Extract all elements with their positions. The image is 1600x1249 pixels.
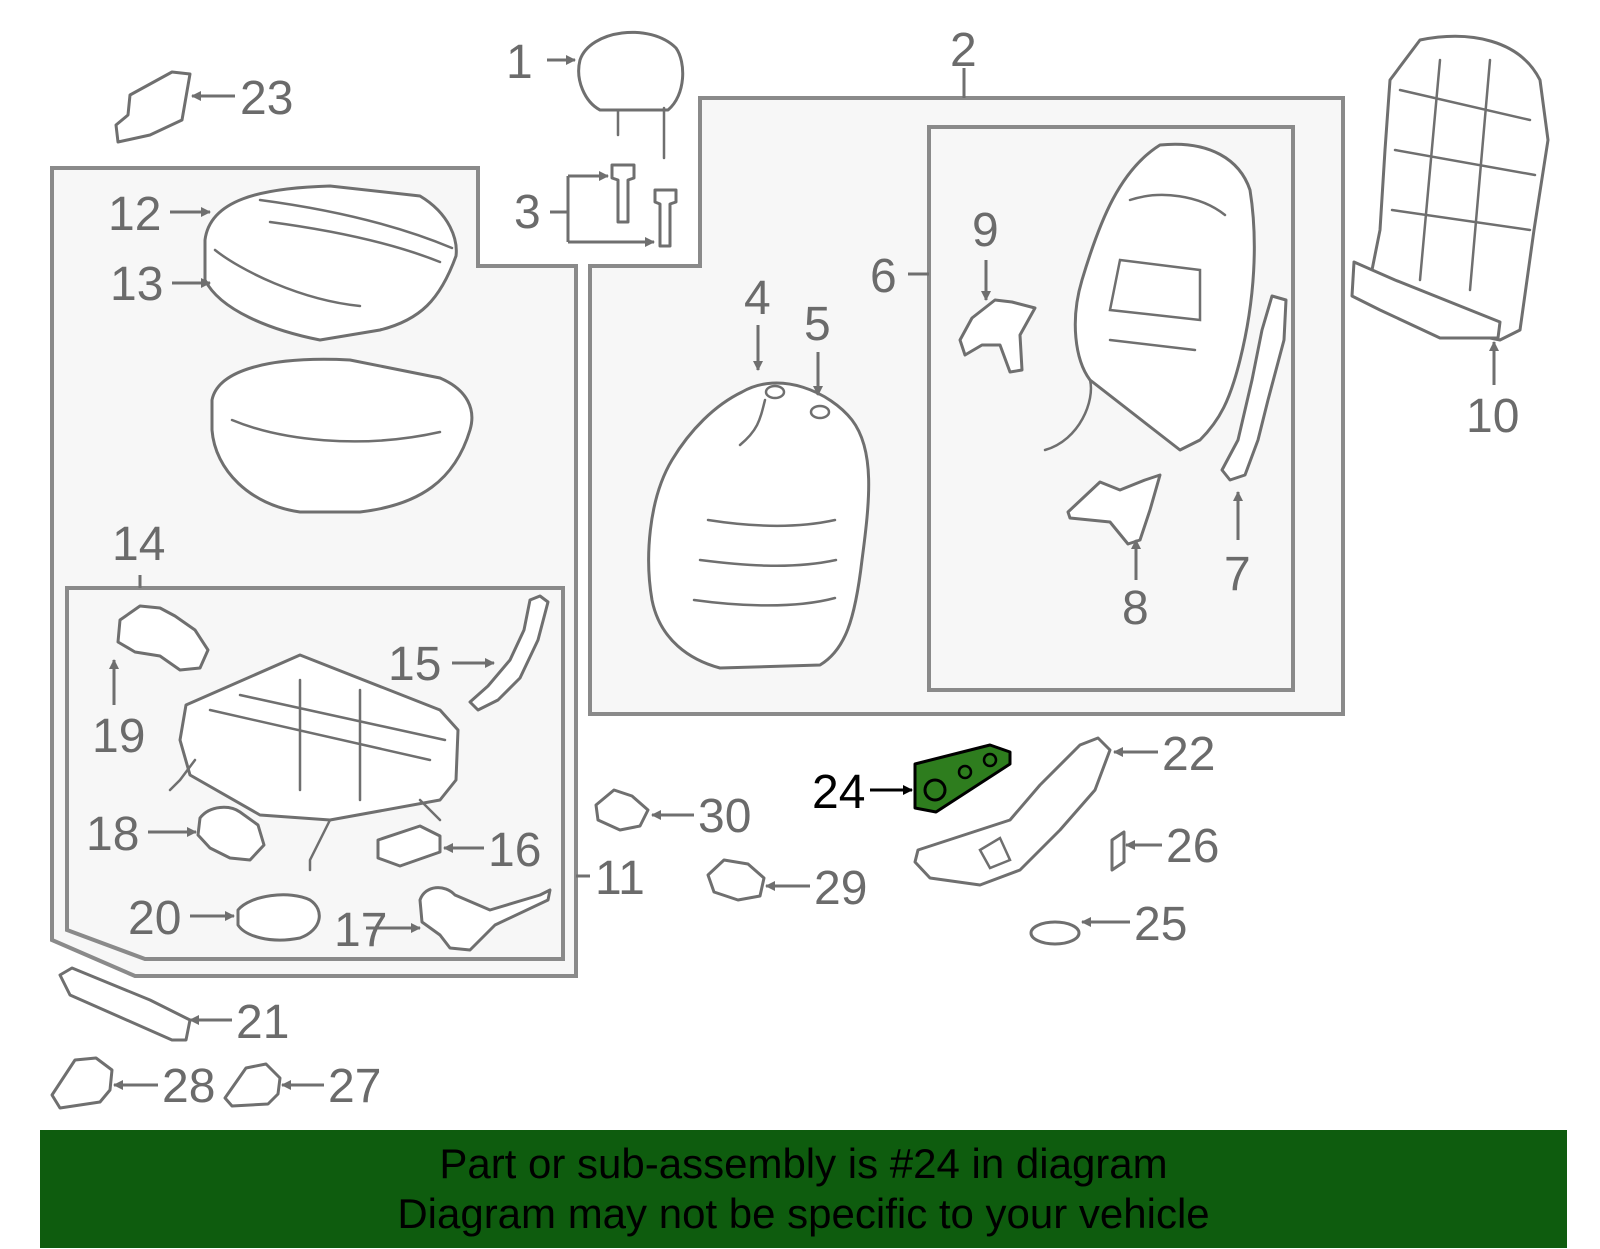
callout-16: 16 <box>488 824 541 877</box>
seat-back-mat-part <box>1350 34 1550 342</box>
frame-strip-part <box>1220 294 1288 482</box>
callout-5: 5 <box>804 298 831 351</box>
callout-28: 28 <box>162 1060 215 1113</box>
callout-15: 15 <box>388 638 441 691</box>
callout-24: 24 <box>812 766 865 819</box>
banner-line-part: Part or sub-assembly is #24 in diagram <box>439 1140 1168 1187</box>
seat-cushion-pad-part <box>210 357 474 514</box>
callout-18: 18 <box>86 808 139 861</box>
callout-25: 25 <box>1134 898 1187 951</box>
callout-14: 14 <box>112 518 165 571</box>
callout-11: 11 <box>595 852 645 905</box>
callout-29: 29 <box>814 862 867 915</box>
callout-6: 6 <box>870 250 897 303</box>
side-cover-part <box>913 736 1112 887</box>
callout-17: 17 <box>334 904 387 957</box>
cover-part <box>50 1056 114 1110</box>
callout-12: 12 <box>108 188 161 241</box>
switch-part <box>418 886 552 952</box>
trim-strip-part <box>58 966 192 1042</box>
callout-8: 8 <box>1122 582 1149 635</box>
seat-back-cover-part <box>647 381 871 670</box>
callout-13: 13 <box>110 258 163 311</box>
bezel-part <box>1110 830 1126 872</box>
callout-1: 1 <box>506 36 533 89</box>
callout-27: 27 <box>328 1060 381 1113</box>
cable-part <box>468 594 550 712</box>
callout-7: 7 <box>1224 548 1251 601</box>
cover-part-2 <box>223 1062 282 1108</box>
seat-adjuster-part <box>168 653 460 872</box>
gear-part <box>236 893 321 942</box>
highlighted-part-24 <box>913 743 1012 814</box>
ring-part <box>1029 920 1081 946</box>
callout-labels: 1 2 3 4 5 6 7 8 9 10 11 12 13 14 15 16 1… <box>86 24 1519 1113</box>
callout-20: 20 <box>128 892 181 945</box>
leader-lines <box>109 55 1499 1090</box>
seat-cushion-cover-part <box>203 184 458 342</box>
motor-part <box>116 604 210 672</box>
callout-3: 3 <box>514 186 541 239</box>
callout-2: 2 <box>950 24 977 77</box>
callout-21: 21 <box>236 996 289 1049</box>
callout-22: 22 <box>1162 728 1215 781</box>
callout-4: 4 <box>744 272 771 325</box>
callout-30: 30 <box>698 790 751 843</box>
cover-clip-part <box>114 70 192 144</box>
frame-plate-part <box>1066 473 1162 546</box>
callout-23: 23 <box>240 72 293 125</box>
callout-19: 19 <box>92 710 145 763</box>
motor-part-2 <box>196 805 266 862</box>
banner-line-disclaimer: Diagram may not be specific to your vehi… <box>397 1190 1210 1237</box>
callout-9: 9 <box>972 204 999 257</box>
callout-10: 10 <box>1466 390 1519 443</box>
clip-part-2 <box>706 858 766 902</box>
callout-26: 26 <box>1166 820 1219 873</box>
clip-part <box>594 788 650 832</box>
frame-bracket-part <box>958 298 1037 374</box>
part-info-banner: Part or sub-assembly is #24 in diagram D… <box>40 1130 1567 1248</box>
headrest-part <box>577 30 685 160</box>
headrest-guide-part <box>610 163 678 248</box>
module-part <box>376 824 442 868</box>
seat-back-frame-part <box>1043 142 1256 452</box>
